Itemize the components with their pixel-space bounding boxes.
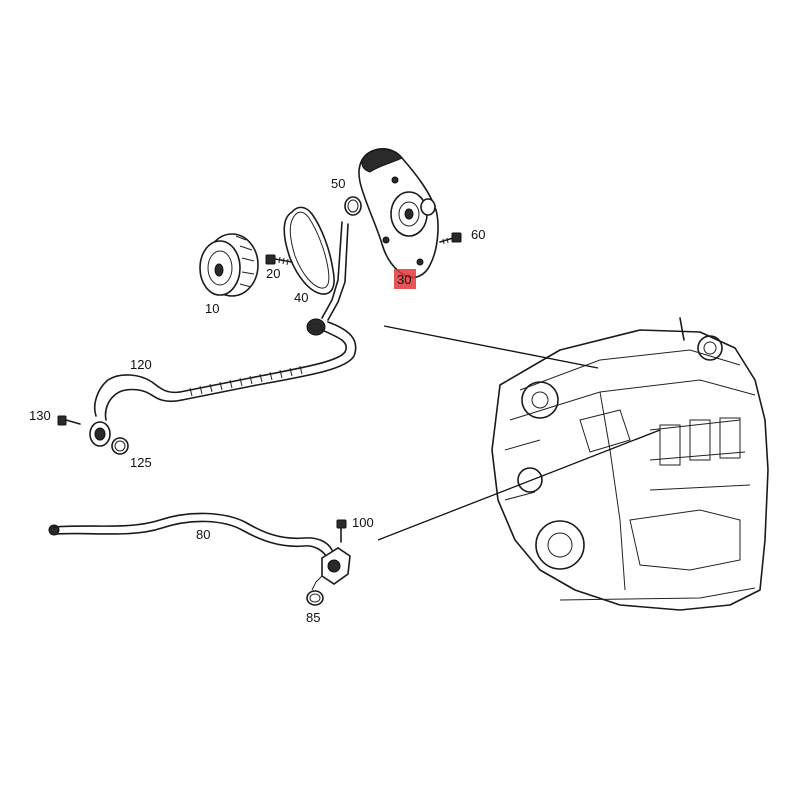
callout-120: 120: [130, 357, 152, 372]
callout-30-highlight: [394, 269, 416, 289]
part-85-o-ring: [306, 590, 324, 606]
part-125-o-ring: [111, 437, 129, 455]
callout-100: 100: [352, 515, 374, 530]
coolant-hose: [306, 221, 349, 336]
part-50-o-ring: [344, 196, 362, 216]
part-30-housing: [358, 148, 439, 279]
sensor-fitting: [311, 547, 351, 591]
part-100-bolt: [336, 519, 347, 543]
callout-40: 40: [294, 290, 308, 305]
part-120-pipe: [89, 321, 357, 447]
callout-30: 30: [397, 272, 411, 287]
callout-20: 20: [266, 266, 280, 281]
part-130-bolt: [57, 415, 81, 426]
leader-line-lower: [377, 429, 661, 541]
callout-130: 130: [29, 408, 51, 423]
callout-50: 50: [331, 176, 345, 191]
part-40-gasket: [283, 206, 335, 295]
part-20-bolt: [265, 254, 293, 266]
part-80-tube: [48, 512, 333, 557]
callout-80: 80: [196, 527, 210, 542]
callout-10: 10: [205, 301, 219, 316]
part-60-bolt: [439, 232, 462, 245]
callout-85: 85: [306, 610, 320, 625]
engine-assembly: [491, 317, 769, 611]
part-10-pulley: [199, 233, 259, 297]
callout-60: 60: [471, 227, 485, 242]
callout-125: 125: [130, 455, 152, 470]
leader-line-upper: [383, 325, 599, 369]
